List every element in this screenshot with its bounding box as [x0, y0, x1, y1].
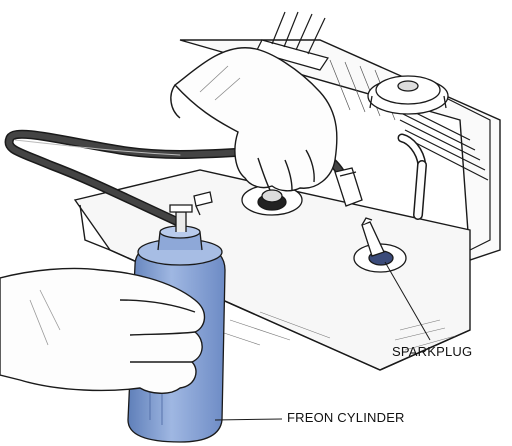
freon-cylinder-leader	[215, 419, 282, 420]
freon-cylinder-label: FREON CYLINDER	[287, 410, 405, 425]
sparkplug-wire	[402, 138, 422, 215]
sparkplug-label: SPARKPLUG	[392, 344, 472, 359]
lower-glove	[0, 268, 204, 393]
